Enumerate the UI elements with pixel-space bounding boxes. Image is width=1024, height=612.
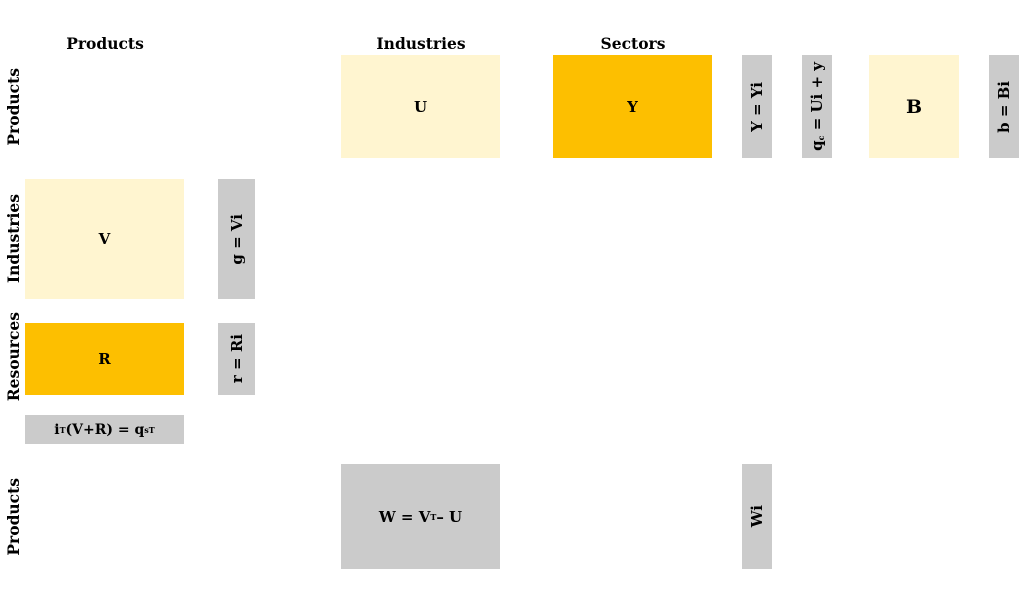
row-label-resources: Resources — [3, 312, 23, 402]
vector-qc: qc = Ui + y — [802, 55, 832, 158]
vector-r-ri: r = Ri — [218, 323, 255, 395]
row-label-products-bottom: Products — [3, 477, 23, 556]
matrix-v: V — [25, 179, 184, 299]
vector-b-bi: b = Bi — [989, 55, 1019, 158]
header-industries: Industries — [376, 34, 466, 53]
header-products: Products — [66, 34, 144, 53]
vector-y-yi: Y = Yi — [742, 55, 772, 158]
row-label-products-top: Products — [3, 67, 23, 146]
matrix-y: Y — [553, 55, 712, 158]
header-sectors: Sectors — [600, 34, 666, 53]
vector-g-vi: g = Vi — [218, 179, 255, 299]
matrix-b: B — [869, 55, 959, 158]
row-label-industries: Industries — [3, 194, 23, 284]
matrix-r: R — [25, 323, 184, 395]
vector-wi: Wi — [742, 464, 772, 569]
matrix-u: U — [341, 55, 500, 158]
vector-qc-formula: qc = Ui + y — [808, 62, 826, 151]
